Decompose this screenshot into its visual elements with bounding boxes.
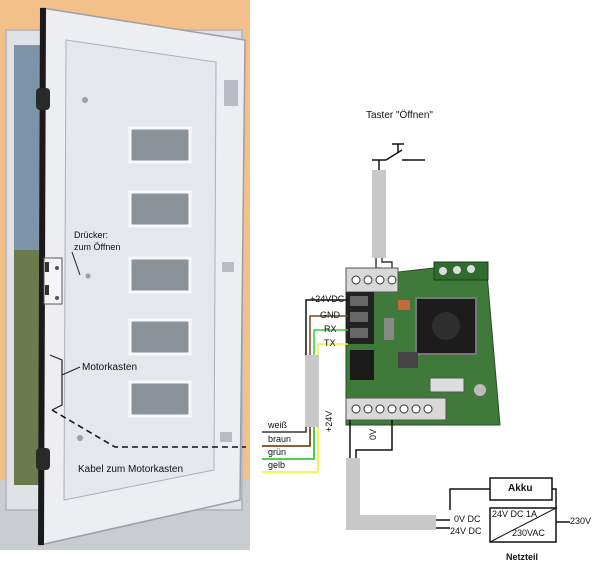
terminal-gnd-label: GND [320, 310, 340, 320]
wire-gruen-label: grün [268, 447, 287, 457]
druecker-label-line1: Drücker: [74, 230, 109, 240]
door-window-3 [128, 256, 192, 294]
power-supply-icon [489, 507, 557, 543]
terminal-rx-label: RX [324, 324, 337, 334]
wire-gelb-label: gelb [268, 460, 286, 470]
wire-tx [317, 343, 348, 355]
wire-brown [262, 427, 311, 447]
push-button-switch-icon [372, 143, 425, 170]
wire-yellow [262, 427, 319, 473]
hinge-icon [36, 80, 238, 470]
kabel-label: Kabel zum Motorkasten [78, 464, 184, 475]
wire-24vdc [305, 299, 348, 355]
wire-green [262, 427, 315, 460]
motorkasten-bracket [49, 354, 63, 411]
psu-output-label: 24V DC 1A [492, 509, 538, 519]
terminal-24vdc-label: +24VDC [310, 294, 345, 304]
taster-label: Taster "Öffnen" [366, 110, 433, 121]
psu-input-label: 230VAC [512, 528, 545, 538]
taster-cable [372, 170, 386, 258]
door-edge [38, 8, 46, 545]
door-side-cable [305, 355, 319, 427]
zero-v-dc-label: 0V DC [454, 514, 481, 524]
motorkasten-label: Motorkasten [82, 362, 138, 373]
mains-label: 230V [570, 516, 592, 526]
terminal-tx-label: TX [324, 338, 336, 348]
door-window-2 [128, 190, 192, 228]
motor-cable-dashed [51, 409, 246, 448]
plus24v-dc-label: 24V DC [450, 526, 482, 536]
akku-label: Akku [508, 483, 533, 494]
zero-v-label: 0V [368, 428, 378, 440]
door-handle-icon [43, 257, 63, 305]
door-window-1 [128, 126, 192, 164]
door-window-5 [128, 380, 192, 418]
plus24v-label: +24V [324, 410, 334, 432]
wire-rx [313, 329, 348, 355]
wire-gnd [309, 315, 348, 355]
power-cable [346, 458, 436, 530]
netzteil-label: Netzteil [506, 552, 539, 562]
wire-white [262, 427, 307, 433]
microcontroller-board [345, 261, 501, 426]
door-window-4 [128, 318, 192, 356]
wire-0v [355, 420, 393, 458]
wire-braun-label: braun [268, 434, 292, 444]
wire-weiss-label: weiß [268, 420, 288, 430]
druecker-label-line2: zum Öffnen [74, 242, 121, 252]
